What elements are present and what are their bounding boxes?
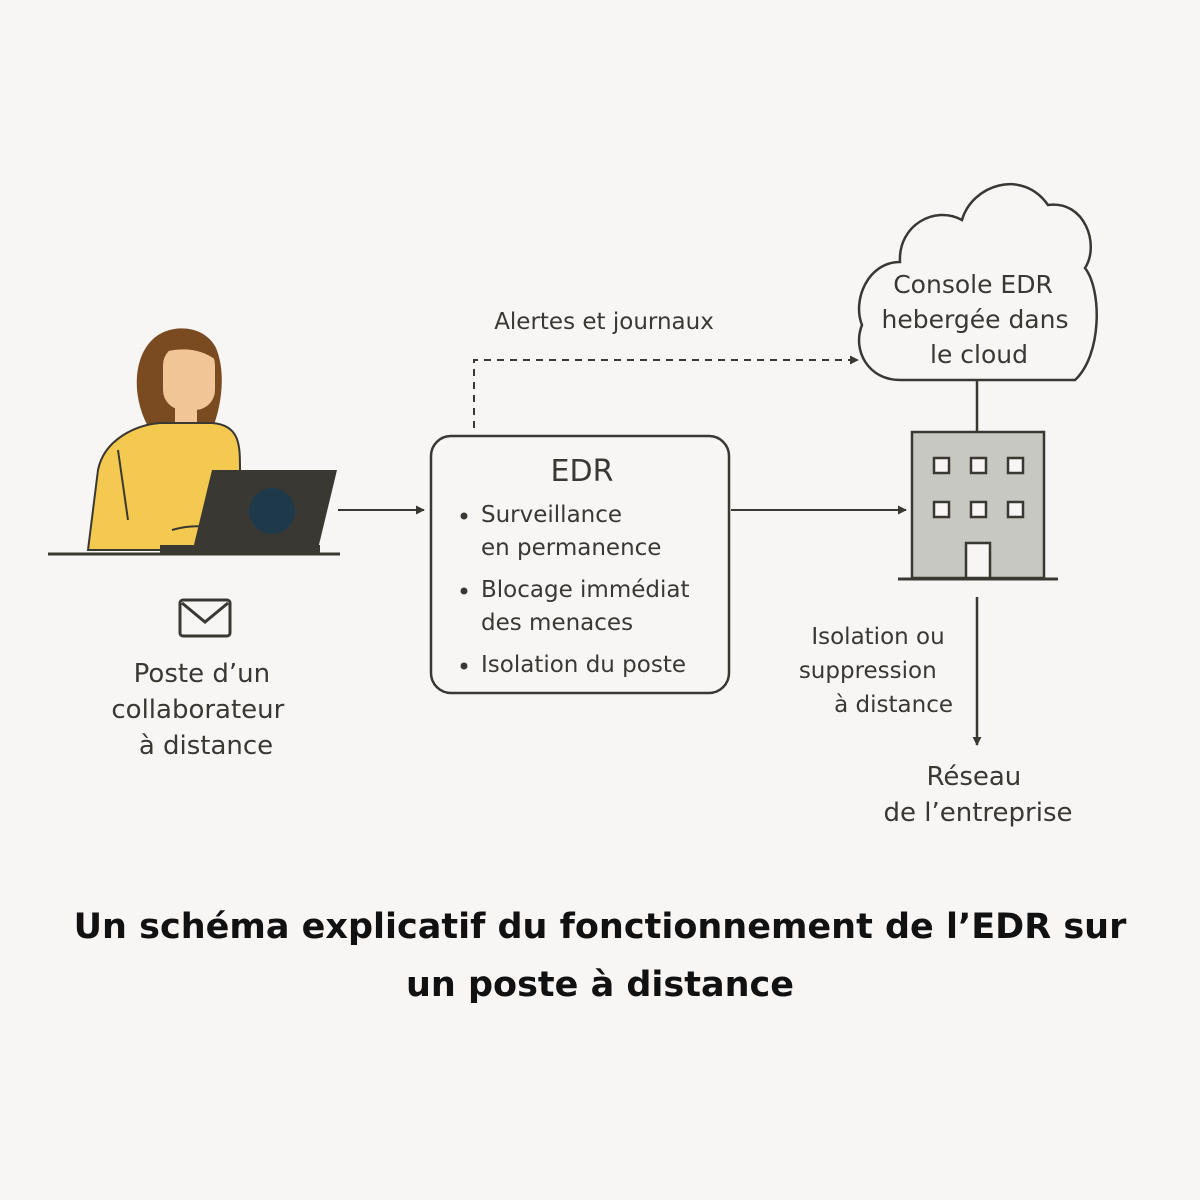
edr-diagram: Poste d’un collaborateur à distance EDR … (48, 183, 1098, 828)
svg-text:Blocage immédiat des men: Blocage immédiat des menaces (481, 577, 697, 636)
cloud-line: Console EDR (893, 270, 1053, 299)
edr-bullet-line: des menaces (481, 610, 633, 636)
isolation-line: à distance (834, 692, 953, 718)
svg-text:Isolation du poste: Isolation du poste (481, 652, 686, 678)
caption-line: Un schéma explicatif du fonctionnement d… (73, 907, 1127, 947)
isolation-line: Isolation ou (811, 624, 944, 650)
network-line: de l’entreprise (884, 798, 1073, 828)
cloud-icon (857, 183, 1098, 382)
remote-worker-line: Poste d’un (134, 659, 270, 689)
network-label: Réseau de l’entreprise (884, 762, 1073, 828)
arrow-edr-to-cloud (473, 355, 859, 428)
remote-worker-line: à distance (139, 731, 273, 761)
alerts-label: Alertes et journaux (494, 309, 714, 335)
cloud-label: Console EDR hebergée dans le cloud (882, 270, 1077, 369)
edr-bullet-line: Blocage immédiat (481, 577, 690, 603)
cloud-line: hebergée dans (882, 305, 1069, 334)
remote-worker-line: collaborateur (111, 695, 284, 725)
bullet-dot (460, 662, 468, 670)
edr-bullet-line: Isolation du poste (481, 652, 686, 678)
edr-box: EDR Surveillance en permanence Blocage i… (429, 434, 731, 695)
edr-title: EDR (551, 454, 614, 489)
remote-worker-label: Poste d’un collaborateur à distance (111, 659, 292, 761)
diagram-caption: Un schéma explicatif du fonctionnement d… (40, 898, 1160, 1014)
caption-line: un poste à distance (405, 965, 795, 1005)
envelope-icon (178, 598, 232, 638)
edr-bullet-line: en permanence (481, 535, 661, 561)
svg-text:Surveillance en permanen: Surveillance en permanence (481, 502, 661, 561)
isolation-line: suppression (799, 658, 937, 684)
office-building-icon (898, 430, 1058, 581)
network-line: Réseau (926, 762, 1021, 792)
cloud-line: le cloud (930, 340, 1028, 369)
bullet-dot (460, 587, 468, 595)
isolation-label: Isolation ou suppression à distance (799, 624, 953, 718)
person-at-laptop-icon (48, 328, 340, 556)
bullet-dot (460, 512, 468, 520)
edr-bullet-line: Surveillance (481, 502, 622, 528)
